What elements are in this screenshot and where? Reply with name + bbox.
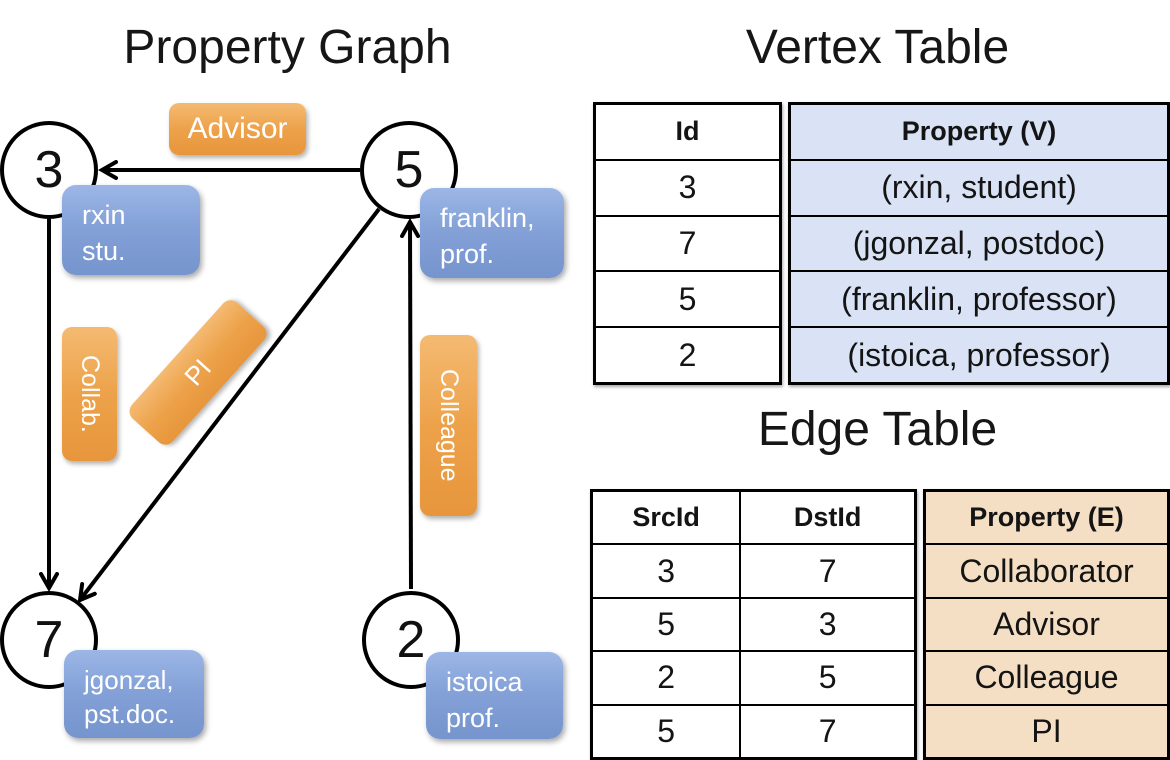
vertex-id-cell: 7 xyxy=(678,224,697,261)
table-row: 2 5 xyxy=(593,650,914,704)
vertex-property-cell: (jgonzal, postdoc) xyxy=(791,216,1167,271)
table-row: 3 7 xyxy=(593,543,914,597)
edge-dstid-cell: 3 xyxy=(739,598,914,651)
edge-table-ids-columns: SrcId DstId 3 7 5 3 2 5 5 7 xyxy=(590,489,917,760)
vertex-property-box-2: istoica prof. xyxy=(426,652,563,739)
edge-table-srcid-header: SrcId xyxy=(632,502,700,533)
table-row: Advisor xyxy=(926,596,1167,651)
node-id-label: 2 xyxy=(396,611,426,669)
vertex-property-line: prof. xyxy=(446,702,501,733)
edge-table-dstid-header: DstId xyxy=(739,492,914,544)
vertex-id-cell: 3 xyxy=(678,169,697,206)
table-row: Colleague xyxy=(926,650,1167,704)
table-header-row: SrcId DstId xyxy=(593,492,914,544)
edge-dstid-cell: 7 xyxy=(739,545,914,597)
table-row: 3 xyxy=(596,158,779,215)
edge-arrow-5-to-7 xyxy=(80,207,381,600)
vertex-property-line: rxin xyxy=(82,200,126,230)
property-graph-title: Property Graph xyxy=(123,21,452,74)
edge-label-colleague: Colleague xyxy=(420,335,477,516)
table-row: (jgonzal, postdoc) xyxy=(791,214,1167,271)
edge-srcid-cell: 5 xyxy=(657,606,676,643)
edge-property-cell: Colleague xyxy=(926,652,1167,704)
vertex-property-line: istoica xyxy=(446,667,523,697)
vertex-property-box-7: jgonzal, pst.doc. xyxy=(64,650,204,738)
edge-label-text: Advisor xyxy=(187,112,288,145)
vertex-property-cell: (franklin, professor) xyxy=(791,272,1167,327)
edge-table-property-header: Property (E) xyxy=(926,492,1167,544)
vertex-id-cell: 5 xyxy=(678,280,697,317)
edge-srcid-cell: 3 xyxy=(657,552,676,589)
vertex-property-line: jgonzal, xyxy=(84,665,174,695)
edge-label-advisor: Advisor xyxy=(169,103,306,155)
graph-edges-svg xyxy=(0,0,580,760)
edge-table-property-column: Property (E) Collaborator Advisor Collea… xyxy=(923,489,1170,760)
table-row: 7 xyxy=(596,214,779,271)
edge-dstid-cell: 7 xyxy=(739,705,914,758)
edge-srcid-cell: 2 xyxy=(657,659,676,696)
vertex-property-line: pst.doc. xyxy=(84,699,176,730)
edge-label-text: Colleague xyxy=(435,369,463,482)
node-id-label: 3 xyxy=(34,141,64,199)
table-row: (istoica, professor) xyxy=(791,326,1167,382)
table-row: 2 xyxy=(596,326,779,382)
node-id-label: 7 xyxy=(34,611,64,669)
table-header-row: Property (E) xyxy=(926,492,1167,544)
edge-property-cell: Collaborator xyxy=(926,545,1167,597)
vertex-table-id-column: Id 3 7 5 2 xyxy=(593,102,782,385)
table-row: 5 3 xyxy=(593,596,914,651)
node-id-label: 5 xyxy=(394,141,424,199)
vertex-table-property-header: Property (V) xyxy=(791,105,1167,159)
edge-label-text: Collab. xyxy=(76,355,104,433)
edge-property-cell: PI xyxy=(926,705,1167,758)
vertex-property-line: stu. xyxy=(82,235,126,266)
vertex-property-box-5: franklin, prof. xyxy=(420,188,564,278)
vertex-id-cell: 2 xyxy=(678,336,697,373)
vertex-table-property-column: Property (V) (rxin, student) (jgonzal, p… xyxy=(788,102,1170,385)
edge-srcid-cell: 5 xyxy=(657,712,676,749)
edge-property-cell: Advisor xyxy=(926,598,1167,651)
vertex-property-line: franklin, xyxy=(440,203,535,233)
graph-node-2: 2 xyxy=(362,591,460,689)
vertex-table-id-header: Id xyxy=(675,116,700,147)
table-row: Collaborator xyxy=(926,543,1167,597)
table-header-row: Id xyxy=(596,105,779,159)
edge-label-collab: Collab. xyxy=(62,327,117,461)
vertex-property-cell: (rxin, student) xyxy=(791,160,1167,215)
table-row: 5 7 xyxy=(593,703,914,758)
edge-dstid-cell: 5 xyxy=(739,652,914,704)
table-row: 5 xyxy=(596,270,779,326)
edge-label-text: PI xyxy=(178,353,217,392)
edge-table-title: Edge Table xyxy=(757,403,998,456)
graph-node-5: 5 xyxy=(360,121,458,219)
table-header-row: Property (V) xyxy=(791,105,1167,159)
table-row: (rxin, student) xyxy=(791,158,1167,215)
vertex-table-title: Vertex Table xyxy=(745,21,1010,74)
vertex-property-cell: (istoica, professor) xyxy=(791,328,1167,382)
table-row: (franklin, professor) xyxy=(791,270,1167,327)
vertex-property-line: prof. xyxy=(440,238,495,269)
vertex-property-box-3: rxin stu. xyxy=(62,185,200,275)
edge-arrow-2-to-5 xyxy=(410,222,411,590)
table-row: PI xyxy=(926,703,1167,758)
